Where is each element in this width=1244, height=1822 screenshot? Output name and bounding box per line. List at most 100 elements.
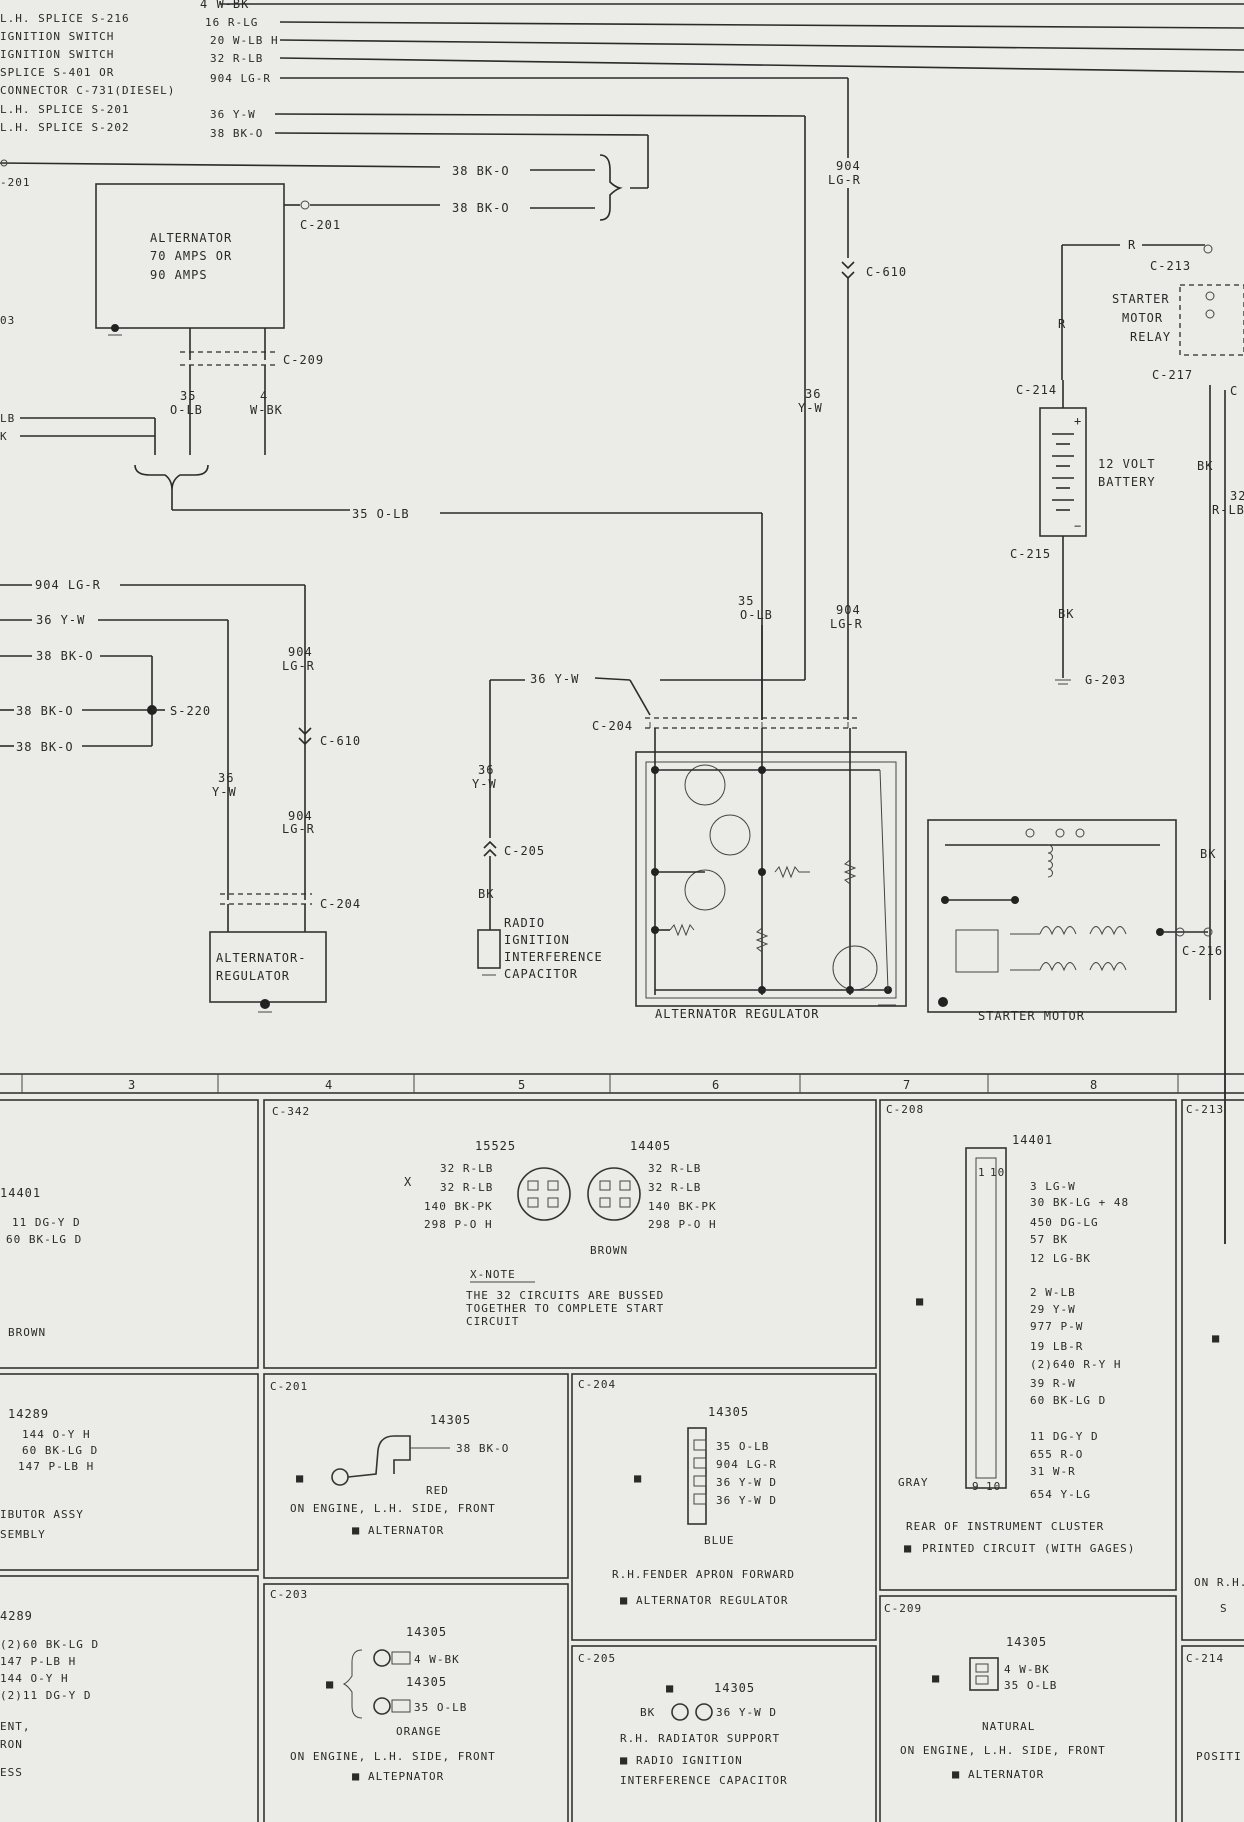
pin-wire: 654 Y-LG [1030,1488,1091,1501]
battery-starter: R C-213 R STARTER MOTOR RELAY C-217 C-21… [927,238,1244,1244]
bullet: ■ [666,1681,674,1695]
battery-label: BATTERY [1098,475,1156,489]
x-marker: X [404,1175,412,1189]
pin-wire: (2)640 R-Y H [1030,1358,1121,1371]
ground-g203: G-203 [1085,673,1126,687]
bullet: ■ [634,1471,642,1485]
header-from: CONNECTOR C-731(DIESEL) [0,84,175,97]
wire-label: 36 Y-W [36,613,85,627]
pin-wire: 450 DG-LG [1030,1216,1099,1229]
battery-minus: − [1074,519,1082,533]
wire-label: Y-W [472,777,497,791]
connector-color: RED [426,1484,449,1497]
header-wire-label: 38 BK-O [210,127,263,140]
pin-number: 9 [972,1480,980,1493]
splice-s220: S-220 [170,704,211,718]
bullet: ■ [904,1541,912,1555]
panel-c203: C-203 14305 ■ 4 W-BK 14305 35 O-LB ORANG… [270,1588,496,1783]
wire-label: LG-R [830,617,863,631]
pin-wire: 298 P-O H [424,1218,493,1231]
pin-wire: 147 P-LB H [0,1655,76,1668]
pin-wire: 4 W-BK [414,1653,460,1666]
connector-face [517,1167,571,1221]
wire-label: 36 [478,763,494,777]
part-number: 14401 [1012,1133,1053,1147]
connector-c215: C-215 [1010,547,1051,561]
wire-label: 35 O-LB [352,507,410,521]
pin-wire: 60 BK-LG D [6,1233,82,1246]
wire-label: W-BK [250,403,283,417]
pin-wire: 655 R-O [1030,1448,1083,1461]
bullet: ■ [932,1671,940,1685]
note-text: CIRCUIT [466,1315,519,1328]
panel-caption: ON ENGINE, L.H. SIDE, FRONT [290,1750,496,1763]
note-text: THE 32 CIRCUITS ARE BUSSED [466,1289,664,1302]
panel-caption: SEMBLY [0,1528,46,1541]
connector-c216: C-216 [1182,944,1223,958]
grid-number: 6 [712,1078,720,1092]
header-from: L.H. SPLICE S-216 [0,12,130,25]
part-number: 4289 [0,1609,33,1623]
bullet: ■ [952,1767,960,1781]
bullet: ■ [916,1294,924,1308]
panel-caption: IBUTOR ASSY [0,1508,84,1521]
connector-title: C-204 [578,1378,616,1391]
relay-label: MOTOR [1122,311,1163,325]
left-lower-wires: 904 LG-R 36 Y-W 38 BK-O 38 BK-O 38 BK-O … [0,578,361,1013]
wire-label: 32 [1230,489,1244,503]
radio-capacitor: 36 Y-W C-205 BK RADIO IGNITION INTERFERE… [472,763,602,981]
pin-wire: 144 O-Y H [0,1672,69,1685]
panel-c204: C-204 14305 ■ 35 O-LB 904 LG-R 36 Y-W D … [578,1378,794,1607]
bullet: ■ [1212,1331,1220,1345]
header-wire-label: 36 Y-W [210,108,256,121]
pin-wire: 36 Y-W D [716,1706,777,1719]
relay-label: RELAY [1130,330,1171,344]
pin-wire: 144 O-Y H [22,1428,91,1441]
wire-label: BK [1058,607,1074,621]
wire-label: 38 BK-O [452,164,510,178]
pin-wire: 32 R-LB [648,1181,701,1194]
part-number: 15525 [475,1139,516,1153]
grid-number: 3 [128,1078,136,1092]
panel-c213: C-213 ■ ON R.H. S [1186,1103,1244,1615]
capacitor-label: CAPACITOR [504,967,578,981]
wire-label: 904 LG-R [35,578,101,592]
panel-c214: C-214 POSITI [1186,1652,1241,1763]
pin-number: 10 [986,1480,1001,1493]
header-wire-label: 20 W-LB H [210,34,279,47]
regulator-label: ALTERNATOR- [216,951,306,965]
connector-c610: C-610 [320,734,361,748]
panel-caption: ALTEPNATOR [368,1770,444,1783]
panel-left-2: 14289 144 O-Y H 60 BK-LG D 147 P-LB H IB… [0,1407,97,1541]
wire-label: 36 Y-W [530,672,579,686]
note-title: X-NOTE [470,1268,516,1281]
ground-symbol [111,324,119,332]
pin-wire: 140 BK-PK [648,1200,717,1213]
wire-label: 38 BK-O [36,649,94,663]
wire-label: 35 [180,389,196,403]
starter-motor-box [927,819,1177,1013]
pin-wire: 60 BK-LG D [1030,1394,1106,1407]
part-number: 14305 [714,1681,755,1695]
pin-wire: 4 W-BK [1004,1663,1050,1676]
relay-label: STARTER [1112,292,1170,306]
bullet: ■ [326,1677,334,1691]
pin-wire: 977 P-W [1030,1320,1083,1333]
pin-wire: 298 P-O H [648,1218,717,1231]
alternator-name: ALTERNATOR [150,231,232,245]
grid-number: 8 [1090,1078,1098,1092]
pin-wire: 3 LG-W [1030,1180,1076,1193]
pin-wire: (2)11 DG-Y D [0,1689,91,1702]
panel-caption: R.H. RADIATOR SUPPORT [620,1732,780,1745]
wire-label: LG-R [282,659,315,673]
pin-wire: 11 DG-Y D [1030,1430,1099,1443]
wire-label: BK [1197,459,1213,473]
pin-wire: 32 R-LB [648,1162,701,1175]
panel-caption: S [1220,1602,1228,1615]
wire-label: 36 [218,771,234,785]
grid-number: 7 [903,1078,911,1092]
panel-caption: ENT, [0,1720,31,1733]
wire-label: 35 [738,594,754,608]
panel-left-1: 14401 11 DG-Y D 60 BK-LG D BROWN [0,1186,82,1339]
pin-wire: 2 W-LB [1030,1286,1076,1299]
